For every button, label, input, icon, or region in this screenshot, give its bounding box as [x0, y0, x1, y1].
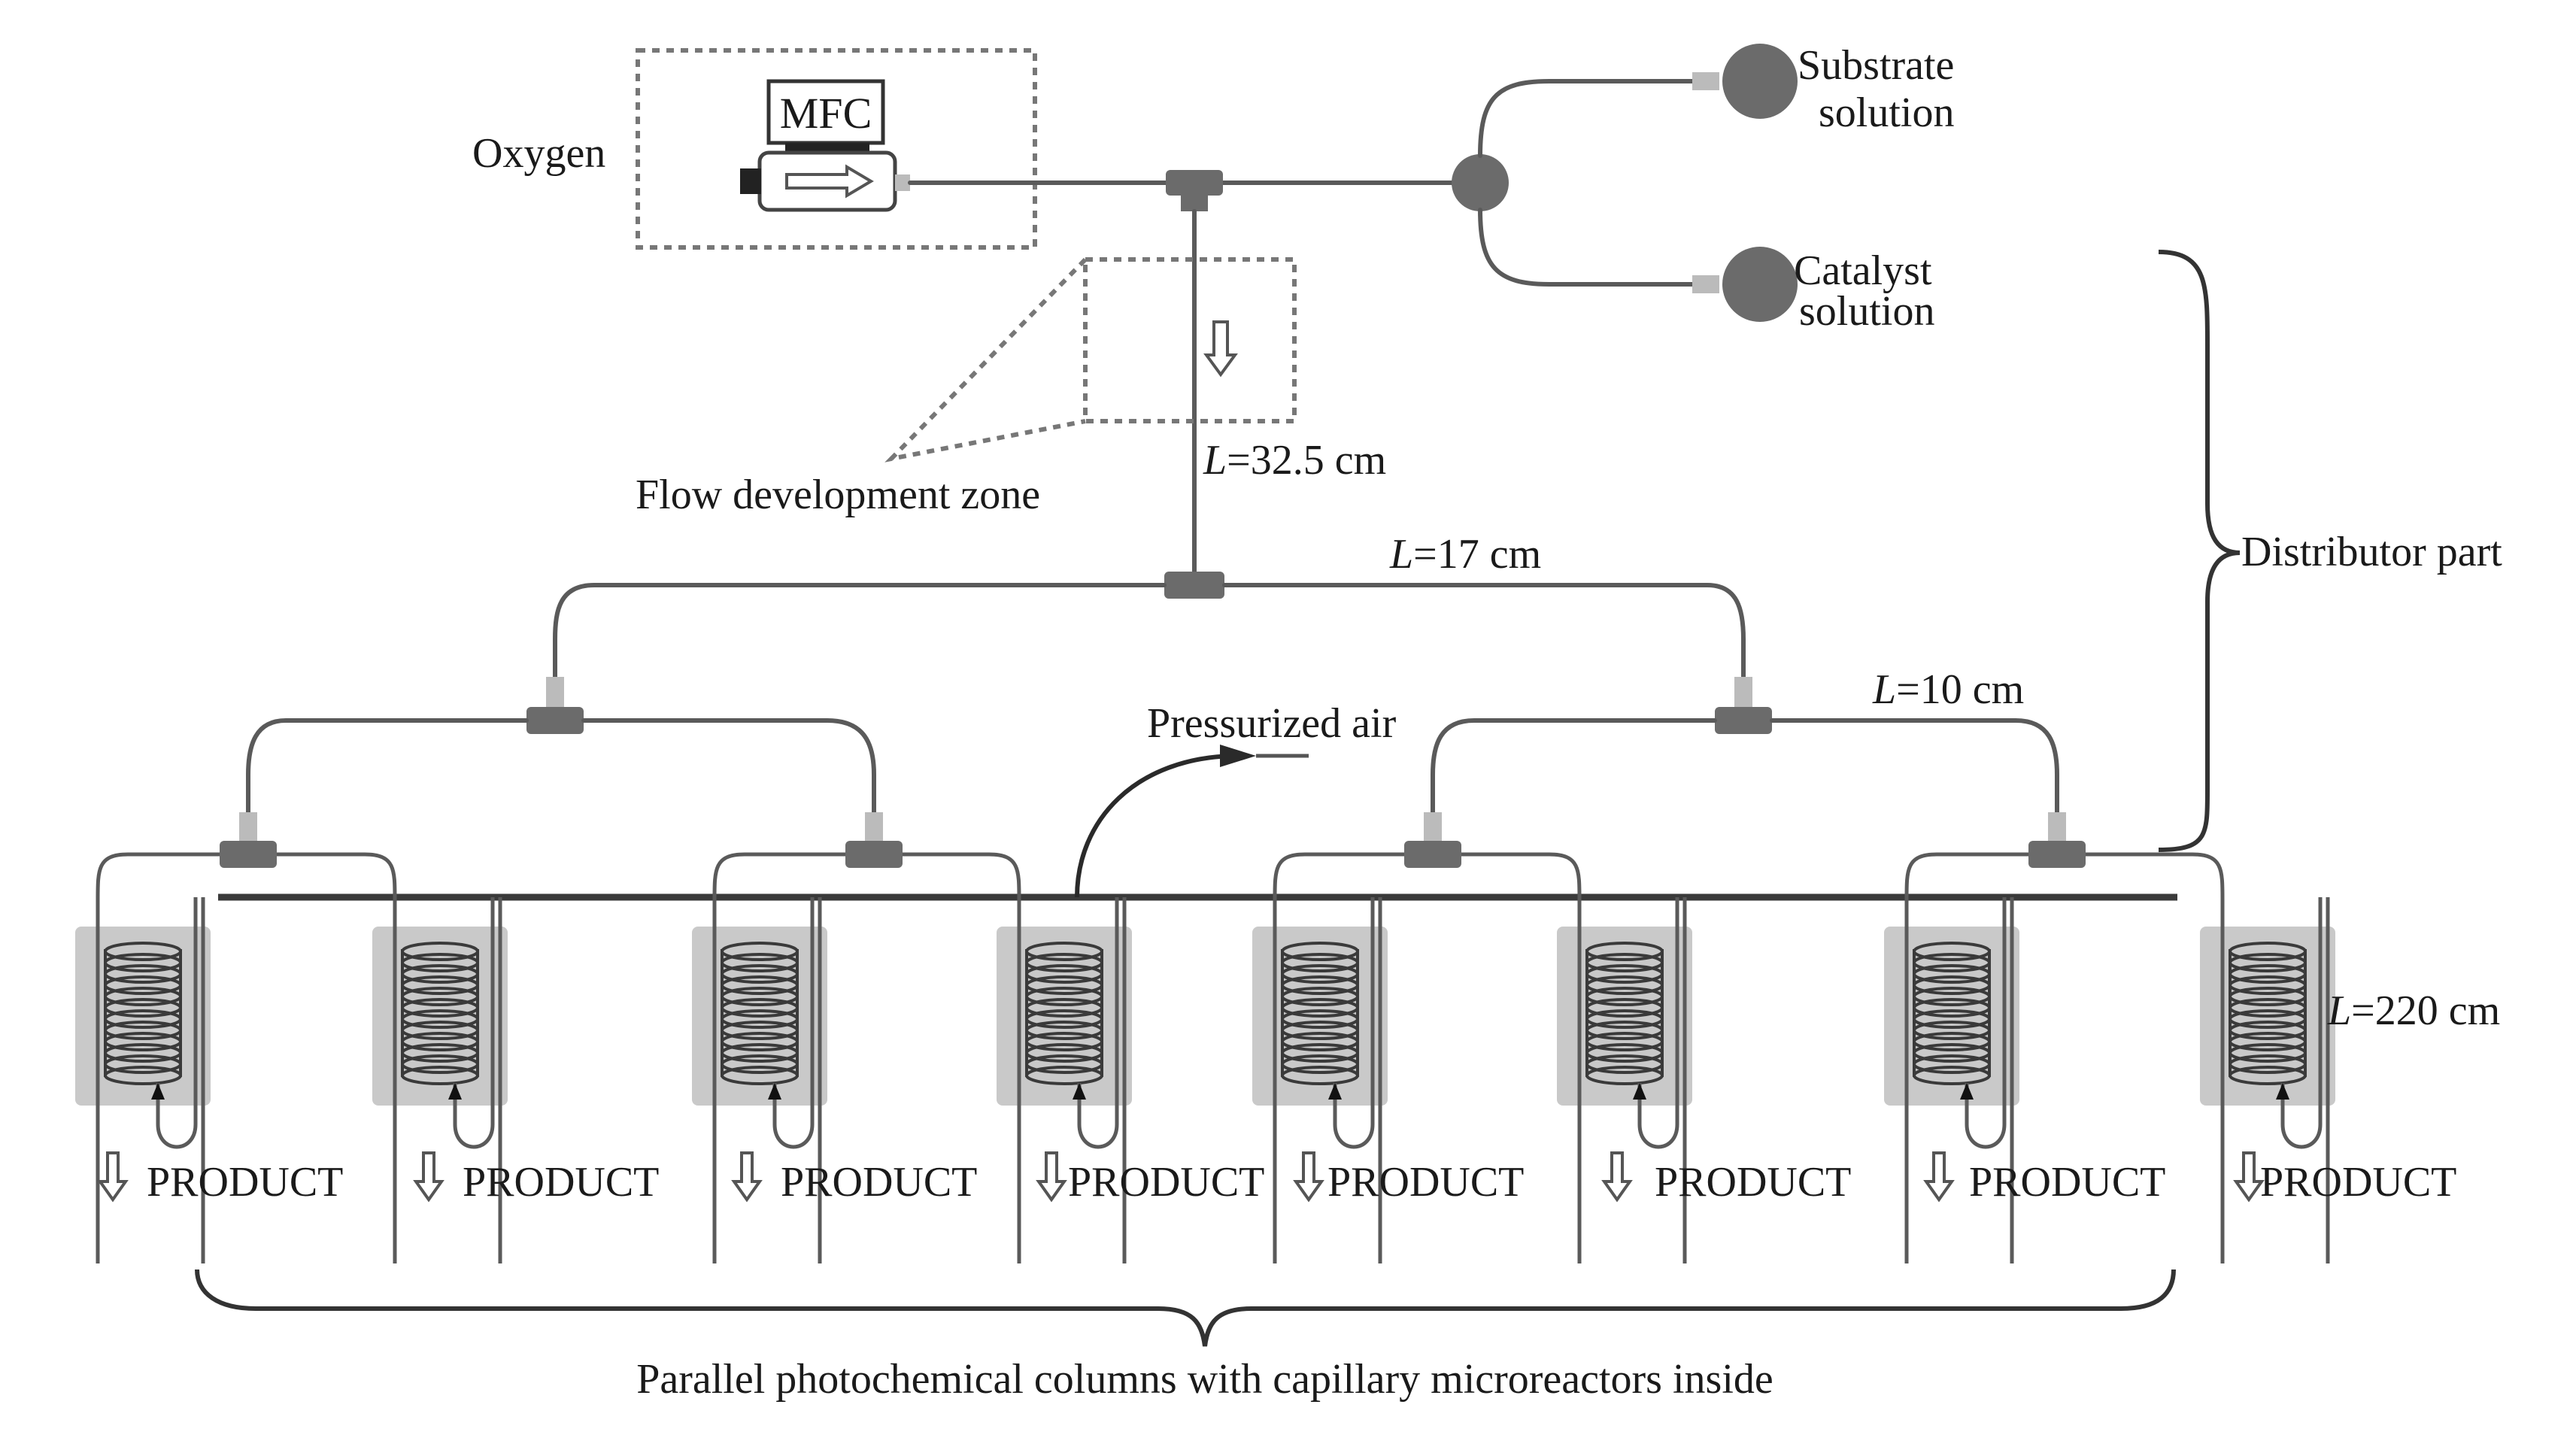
up-arrow-icon: [1633, 1083, 1646, 1100]
column-feed-tube: [1904, 852, 2028, 1263]
column-feed-tube: [1461, 852, 1582, 1263]
column-feed-tube: [1273, 852, 1404, 1263]
flow-zone-box: [1083, 257, 1297, 423]
up-arrow-icon: [2276, 1083, 2289, 1100]
product-arrow-icon: [97, 1151, 129, 1203]
product-arrow-icon: [2233, 1151, 2265, 1203]
product-label: PRODUCT: [1969, 1159, 2165, 1206]
level1-left-line: [553, 583, 1167, 679]
column-return-loop: [1077, 897, 1119, 1149]
column-return-loop: [453, 897, 495, 1149]
main-tee-connector: [1166, 170, 1223, 196]
flow-controller-plug: [740, 168, 761, 194]
level1-tee: [1164, 572, 1224, 599]
distributor-label: Distributor part: [2241, 529, 2502, 575]
length-main-label: L=32.5 cm: [1203, 437, 1386, 484]
up-arrow-icon: [1328, 1083, 1342, 1100]
product-arrow-icon: [1293, 1151, 1324, 1203]
level3-distributors: [220, 841, 2086, 868]
product-arrow-icon: [731, 1151, 763, 1203]
up-arrow-icon: [151, 1083, 165, 1100]
columns-brace: [195, 1269, 2176, 1347]
air-arrowhead-icon: [1220, 745, 1256, 767]
product-arrow-icon: [1923, 1151, 1955, 1203]
substrate-reservoir-icon: [1722, 44, 1798, 119]
level1-right-line: [1222, 583, 1746, 679]
column-return-loop: [2280, 897, 2323, 1149]
mfc-label: MFC: [780, 89, 872, 138]
column-feed-tube: [2086, 852, 2225, 1263]
flow-zone-label: Flow development zone: [636, 472, 1040, 518]
column-feed-tube: [712, 852, 845, 1263]
photochemical-columns: PRODUCT PRODUCT PRODUCT PRODUCT PRODUCT PRODU…: [75, 852, 2456, 1263]
up-arrow-icon: [768, 1083, 781, 1100]
product-label: PRODUCT: [1327, 1159, 1524, 1206]
pressurized-air-label: Pressurized air: [1147, 700, 1397, 747]
column-feed-tube: [96, 852, 220, 1263]
up-arrow-icon: [1073, 1083, 1086, 1100]
catalyst-label-line2: solution: [1799, 288, 1934, 335]
main-tee-stem: [1181, 192, 1208, 211]
caption: Parallel photochemical columns with capi…: [636, 1356, 1773, 1403]
catalyst-connector: [1692, 275, 1719, 293]
product-label: PRODUCT: [781, 1159, 977, 1206]
product-label: PRODUCT: [147, 1159, 343, 1206]
column-feed-tube: [903, 852, 1021, 1263]
length-l1-label: L=17 cm: [1389, 531, 1541, 578]
level3-tee: [220, 841, 277, 868]
catalyst-reservoir-icon: [1722, 247, 1798, 322]
mixer-connector: [1452, 154, 1509, 211]
mfc-bar: [785, 143, 869, 152]
product-label: PRODUCT: [1655, 1159, 1851, 1206]
column-return-loop: [156, 897, 198, 1149]
product-arrow-icon: [1601, 1151, 1633, 1203]
product-label: PRODUCT: [463, 1159, 659, 1206]
flow-arrow-icon: [785, 164, 874, 199]
level2-left-tee: [526, 707, 584, 734]
catalyst-label-line1: Catalyst: [1794, 247, 1932, 294]
level2-right-branch: [1431, 718, 2059, 814]
up-arrow-icon: [448, 1083, 462, 1100]
catalyst-line: [1478, 208, 1695, 287]
air-inlet-arrow: [1075, 754, 1234, 898]
column-return-loop: [772, 897, 815, 1149]
level3-stems: [239, 812, 2066, 841]
column-return-loop: [1333, 897, 1375, 1149]
level2-right-stem: [1734, 677, 1752, 707]
length-l2-label: L=10 cm: [1872, 666, 2024, 713]
product-arrow-icon: [1036, 1151, 1067, 1203]
length-column-label: L=220 cm: [2327, 987, 2500, 1034]
level3-tee: [2028, 841, 2086, 868]
substrate-label-line1: Substrate: [1798, 42, 1954, 89]
oxygen-supply-box: [636, 48, 1037, 250]
distributor-brace: [2158, 250, 2241, 852]
substrate-connector: [1692, 72, 1719, 90]
product-arrow-icon: [413, 1151, 445, 1203]
column-return-loop: [1965, 897, 2007, 1149]
level2-right-tee: [1715, 707, 1772, 734]
flow-zone-pointer: [884, 257, 1088, 463]
down-arrow-icon: [1203, 320, 1238, 378]
substrate-label-line2: solution: [1819, 89, 1954, 136]
product-label: PRODUCT: [2260, 1159, 2456, 1206]
mfc-outlet-connector: [895, 174, 910, 191]
product-label: PRODUCT: [1068, 1159, 1264, 1206]
level3-tee: [845, 841, 903, 868]
oxygen-label: Oxygen: [472, 130, 605, 177]
level3-tee: [1404, 841, 1461, 868]
up-arrow-icon: [1960, 1083, 1974, 1100]
level2-left-branch: [246, 718, 876, 814]
column-return-loop: [1637, 897, 1679, 1149]
substrate-line: [1478, 79, 1695, 158]
level2-left-stem: [546, 677, 564, 707]
mfc-box: [766, 79, 885, 145]
column-feed-tube: [277, 852, 397, 1263]
